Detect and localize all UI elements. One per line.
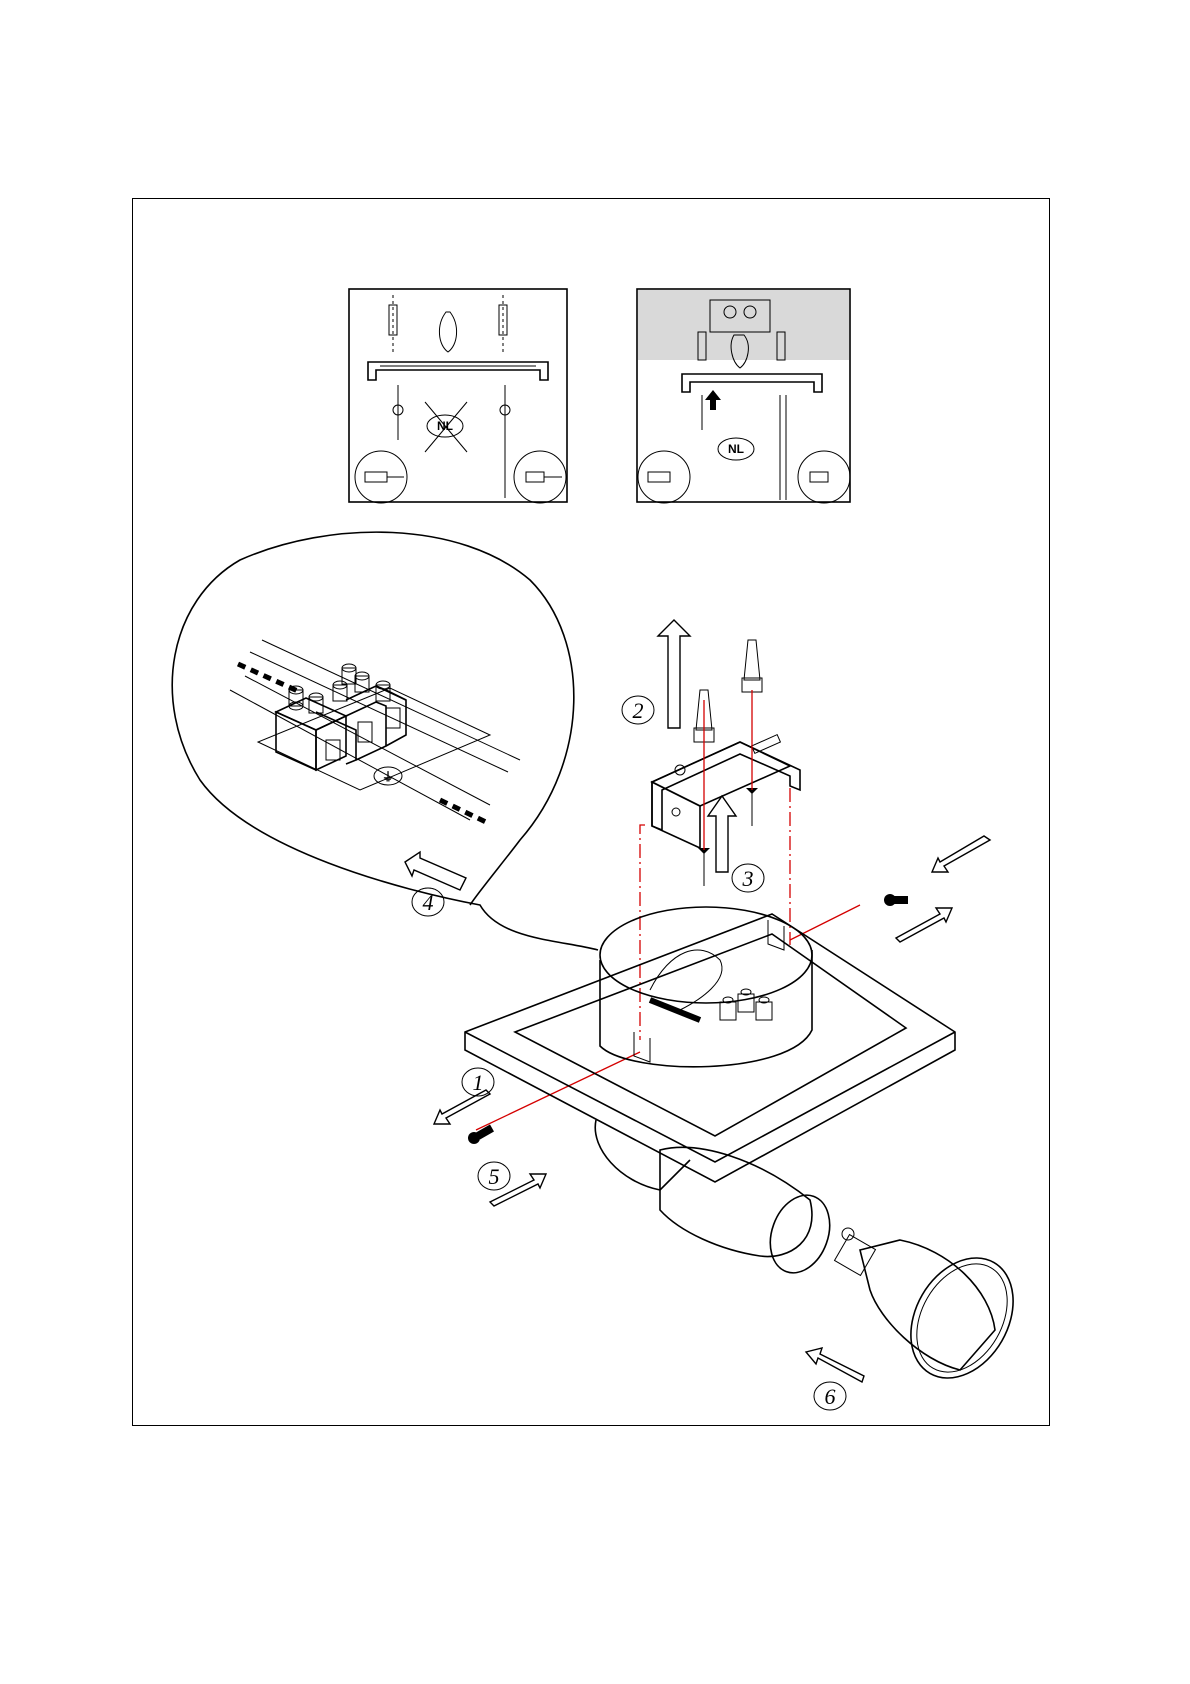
- step-label-1: 1: [473, 1070, 484, 1095]
- arrow-step-2: [658, 620, 690, 728]
- gu10-bulb: [835, 1228, 1034, 1396]
- nl-badge-left: NL: [437, 419, 453, 433]
- arrow-step-4: [405, 852, 466, 890]
- fixture-base: [465, 907, 955, 1182]
- inset-left: NL: [349, 289, 567, 503]
- arrow-step-6: [806, 1348, 864, 1382]
- arrow-remove-right: [932, 836, 990, 872]
- arrow-step-3: [708, 796, 736, 872]
- terminal-block: [276, 664, 406, 770]
- spot-head: [595, 1120, 840, 1281]
- step-label-2: 2: [633, 698, 644, 723]
- step-label-5: 5: [489, 1164, 500, 1189]
- mounting-bracket: 2 3: [622, 620, 800, 892]
- step-label-4: 4: [423, 890, 434, 915]
- step-label-3: 3: [742, 866, 754, 891]
- step-label-6: 6: [825, 1384, 836, 1409]
- inset-right: NL: [637, 289, 850, 503]
- terminal-callout: ⏚ 4: [172, 532, 598, 950]
- screw-right: [884, 894, 908, 906]
- screw-left: [468, 1128, 492, 1144]
- arrow-insert-right: [896, 908, 952, 942]
- internal-terminal-block: [720, 989, 772, 1020]
- ground-symbol: ⏚: [382, 770, 394, 784]
- nl-badge-right: NL: [728, 442, 744, 456]
- arrow-step-1: [434, 1090, 490, 1124]
